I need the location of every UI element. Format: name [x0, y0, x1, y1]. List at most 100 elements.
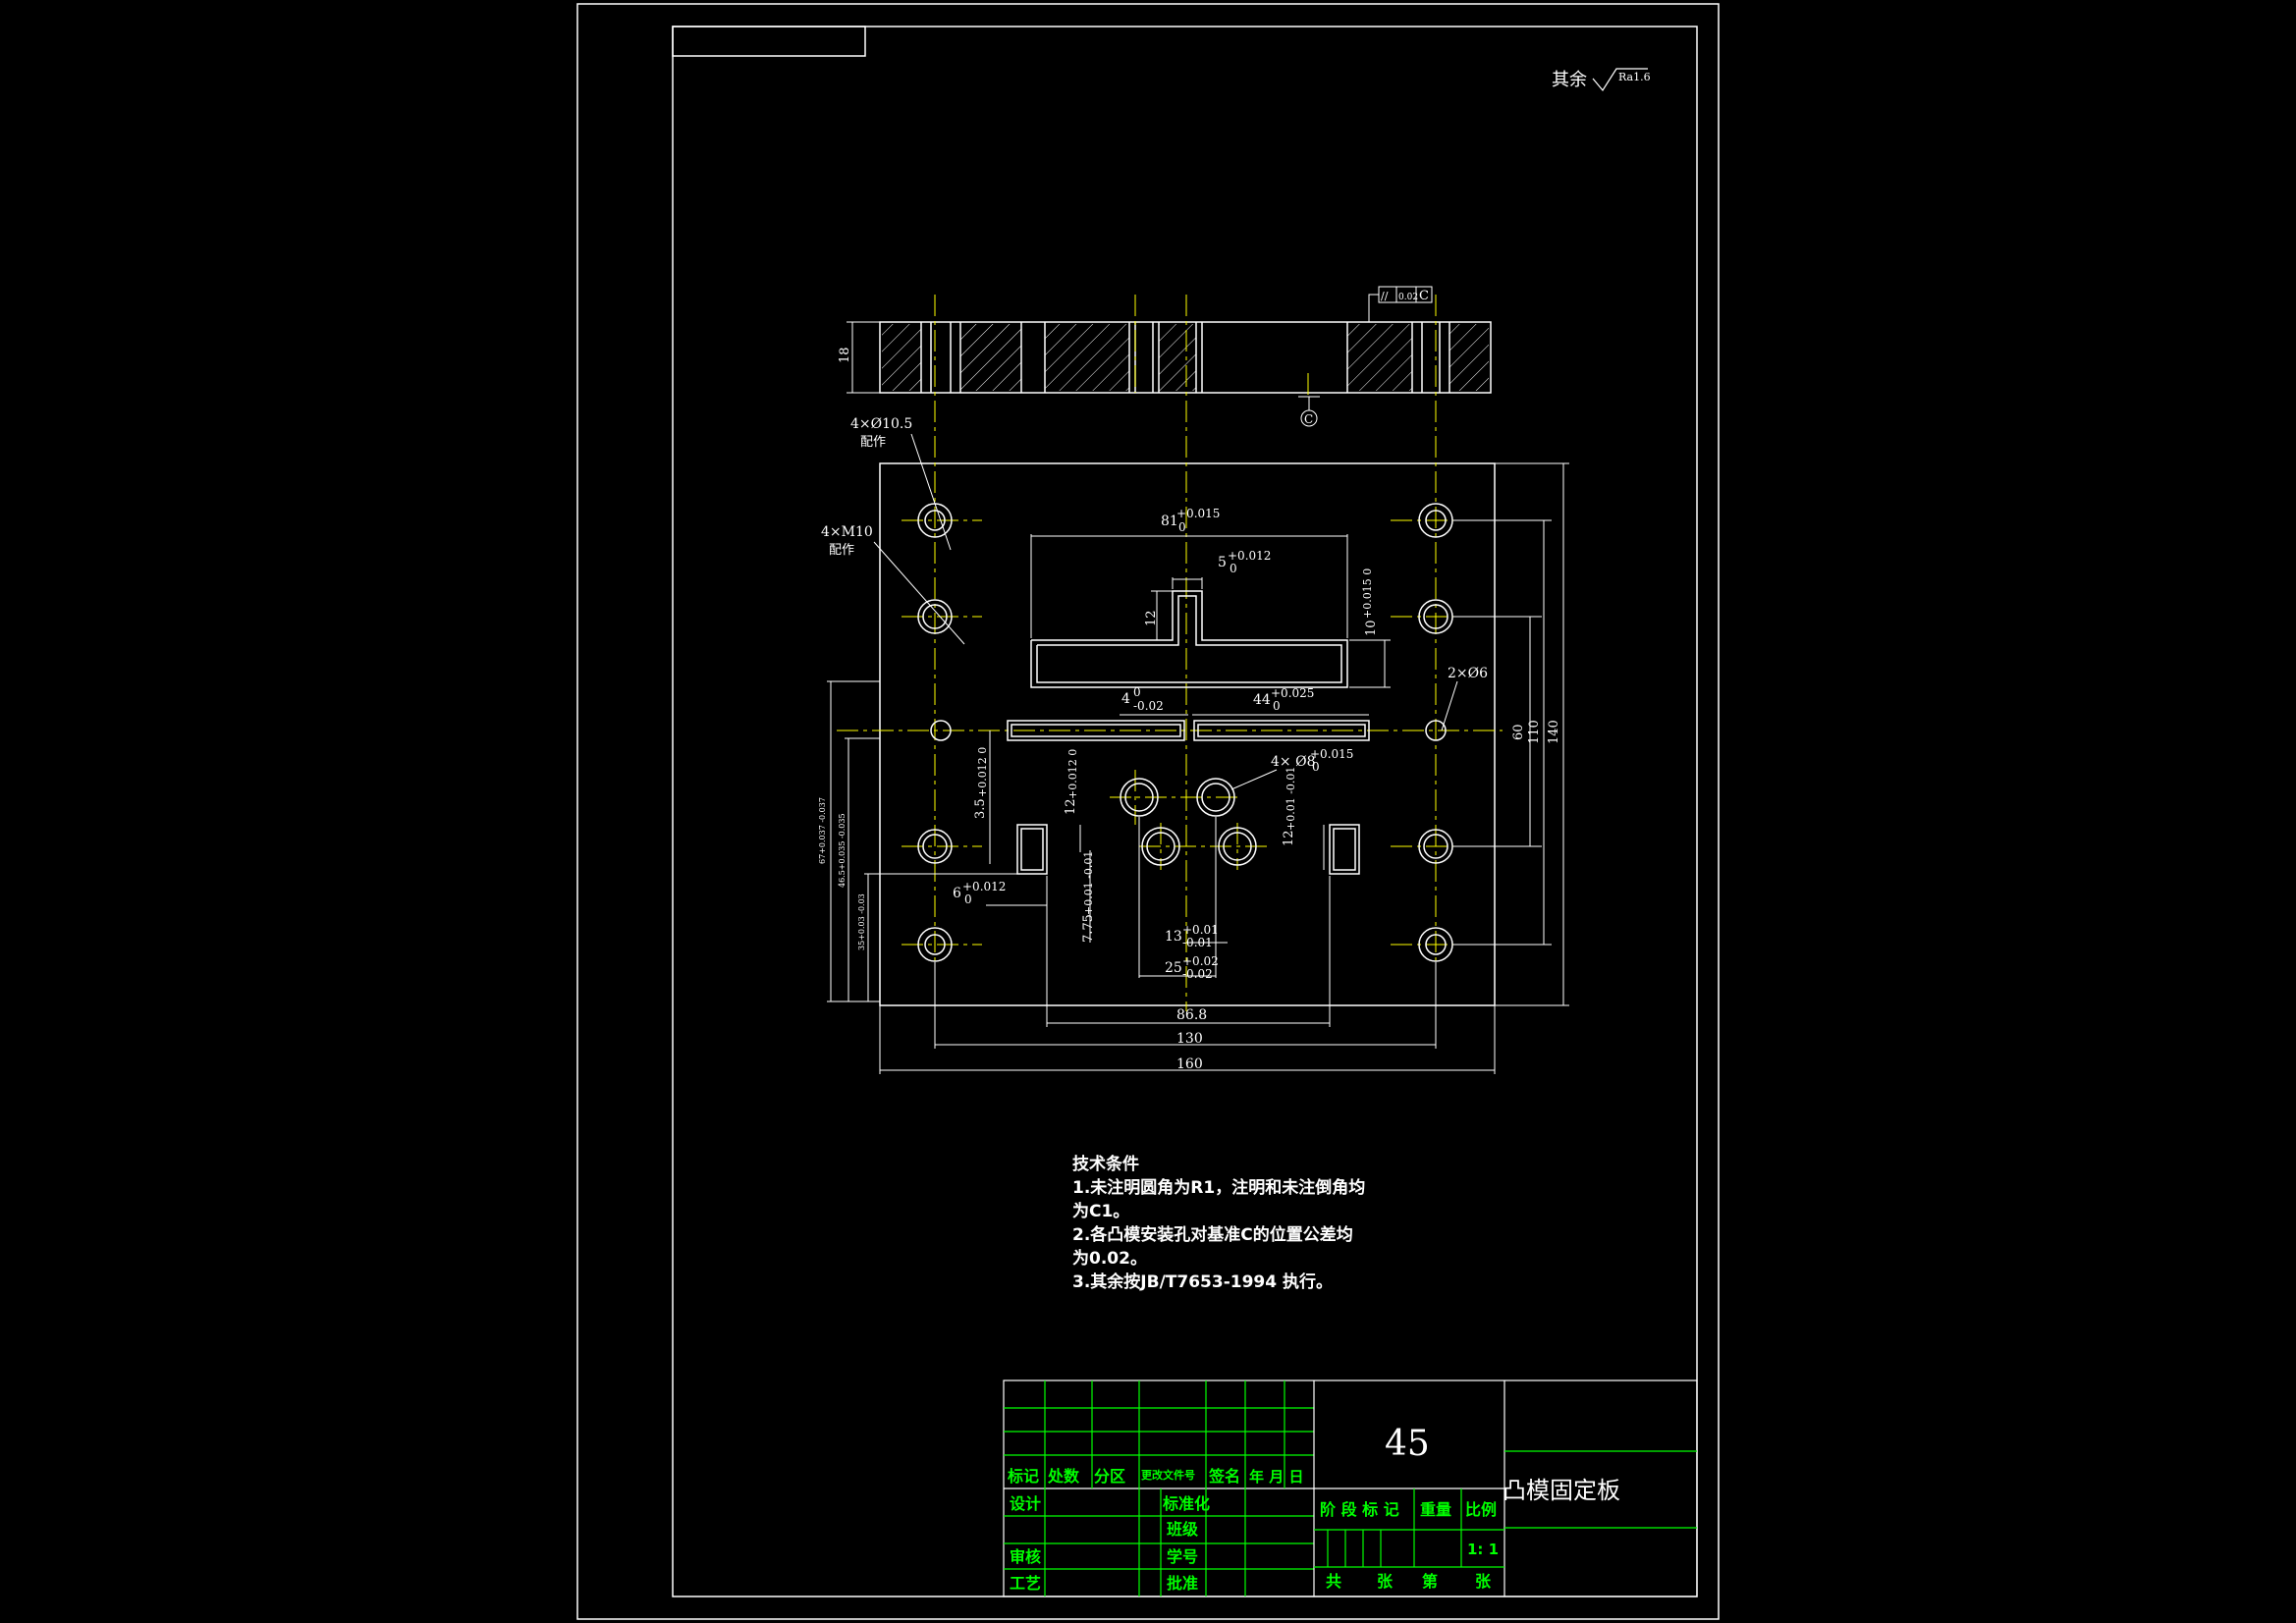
outer-frame [576, 3, 1720, 1620]
small-pockets [1016, 824, 1360, 875]
dim-44: 44 [1253, 692, 1271, 708]
hole-top-right [1418, 503, 1453, 538]
dim-12-c-tol: +0.01 -0.01 [1285, 767, 1297, 831]
tb-xuehao: 学号 [1167, 1547, 1198, 1566]
dim-81: 81 [1161, 514, 1178, 529]
dim-7-75: 7.75 [1081, 914, 1096, 943]
dim-6-tol-up: +0.012 [962, 880, 1006, 893]
section-view [879, 321, 1492, 394]
pin-holes [930, 720, 1447, 741]
tech-note-line-4: 为0.02。 [1072, 1248, 1147, 1269]
datum-symbol-c [1298, 396, 1320, 427]
dim-left-c: 35+0.03 -0.03 [857, 893, 866, 950]
dim-13-tol-lo: -0.01 [1182, 936, 1213, 949]
plate-outline [879, 462, 1496, 1006]
tb-fenqu: 分区 [1094, 1467, 1125, 1486]
dim-thickness-text: 18 [838, 347, 852, 363]
dim-81-tol-up: +0.015 [1176, 507, 1220, 520]
tech-note-line-3: 2.各凸模安装孔对基准C的位置公差均 [1072, 1224, 1353, 1245]
hole-bottom-right [1418, 927, 1453, 962]
long-slots [1007, 720, 1370, 741]
dim-13-tol-up: +0.01 [1182, 923, 1219, 937]
tech-note-line-2: 为C1。 [1072, 1201, 1129, 1221]
tb-gong: 共 [1326, 1572, 1341, 1591]
dim-holes-m10-note: 配作 [829, 543, 854, 558]
roughness-symbol-icon [1592, 68, 1648, 92]
tb-pizhun: 批准 [1167, 1574, 1198, 1593]
dim-60: 60 [1511, 724, 1526, 740]
dim-86-8: 86.8 [1176, 1007, 1207, 1023]
dim-6-tol-lo: 0 [964, 893, 972, 906]
dim-13: 13 [1165, 929, 1182, 945]
datum-parallel-icon: // [1381, 290, 1389, 302]
dim-10: 10 [1364, 620, 1379, 636]
dim-holes-8-tol-lo: 0 [1312, 760, 1320, 774]
dim-3-5: 3.5 [973, 798, 988, 819]
punch-holes-8 [1120, 778, 1257, 866]
dim-4-tol-up: 0 [1133, 685, 1141, 699]
dim-pins-6: 2×Ø6 [1448, 666, 1488, 681]
dim-holes-m10: 4×M10 [821, 524, 873, 540]
dim-4-tol-lo: -0.02 [1133, 699, 1164, 713]
dim-25-tol-lo: -0.02 [1182, 967, 1213, 981]
center-lines [837, 295, 1503, 1011]
roughness-prefix: 其余 [1552, 70, 1587, 90]
tb-zhang2: 张 [1475, 1572, 1492, 1591]
dim-5: 5 [1218, 555, 1227, 570]
tech-notes-title: 技术条件 [1072, 1154, 1139, 1174]
title-block [1003, 1380, 1698, 1597]
dim-25-tol-up: +0.02 [1182, 954, 1219, 968]
tb-shenhe: 审核 [1010, 1547, 1041, 1566]
dim-7-75-tol: +0.01 -0.01 [1082, 851, 1095, 915]
tb-sheji: 设计 [1010, 1494, 1041, 1513]
tb-banji: 班级 [1167, 1520, 1199, 1539]
part-name: 凸模固定板 [1503, 1477, 1620, 1504]
dim-140: 140 [1547, 720, 1561, 744]
tb-jieduan: 阶 段 标 记 [1320, 1500, 1399, 1519]
dim-44-tol-up: +0.025 [1271, 686, 1314, 700]
dim-10-tol: +0.015 0 [1361, 568, 1374, 619]
material: 45 [1385, 1424, 1430, 1464]
dim-6: 6 [953, 886, 961, 901]
hole-bottom-left [917, 927, 953, 962]
dim-160: 160 [1176, 1056, 1203, 1072]
dim-12-slot: 12 [1144, 610, 1159, 626]
dim-25: 25 [1165, 960, 1182, 976]
dim-81-tol-lo: 0 [1178, 520, 1186, 534]
dim-left-a: 67+0.037 -0.037 [818, 797, 827, 864]
dim-12-b-tol: +0.012 0 [1066, 749, 1079, 799]
dimension-lines [827, 433, 1569, 1074]
datum-frame [1368, 286, 1433, 322]
dim-thickness [847, 321, 880, 394]
dim-3-5-tol: +0.012 0 [976, 747, 989, 797]
tb-chushu: 处数 [1047, 1467, 1080, 1486]
roughness-value: Ra1.6 [1618, 71, 1651, 83]
dim-holes-8-tol-up: +0.015 [1310, 747, 1353, 761]
dim-5-tol-lo: 0 [1230, 562, 1237, 575]
dim-44-tol-lo: 0 [1273, 699, 1281, 713]
dim-12-c: 12 [1282, 830, 1296, 846]
dim-4: 4 [1121, 691, 1130, 707]
corner-code-box [672, 26, 866, 57]
tb-gongyi: 工艺 [1010, 1574, 1041, 1593]
tb-biaozhunhua: 标准化 [1162, 1494, 1210, 1513]
tb-gengai: 更改文件号 [1141, 1468, 1195, 1482]
tech-note-line-1: 1.未注明圆角为R1，注明和未注倒角均 [1072, 1177, 1365, 1198]
dim-left-b: 46.5+0.035 -0.035 [838, 813, 847, 888]
datum-ref: C [1419, 289, 1429, 303]
tb-zhang1: 张 [1377, 1572, 1394, 1591]
dim-holes-8: 4× Ø8 [1271, 754, 1315, 770]
tech-note-line-5: 3.其余按JB/T7653-1994 执行。 [1072, 1271, 1333, 1292]
dim-12-b: 12 [1064, 798, 1078, 815]
datum-tolerance: 0.02 [1398, 293, 1418, 302]
dim-holes-10-5-note: 配作 [860, 435, 886, 450]
dim-holes-10-5: 4×Ø10.5 [850, 416, 912, 432]
tb-scale: 1: 1 [1467, 1541, 1499, 1558]
tb-biaoji: 标记 [1007, 1467, 1039, 1486]
tb-qianming: 签名 [1208, 1467, 1240, 1486]
dim-110: 110 [1527, 720, 1542, 744]
datum-symbol-c-text: C [1304, 412, 1313, 426]
dim-5-tol-up: +0.012 [1228, 549, 1271, 563]
t-slot [1030, 590, 1348, 688]
